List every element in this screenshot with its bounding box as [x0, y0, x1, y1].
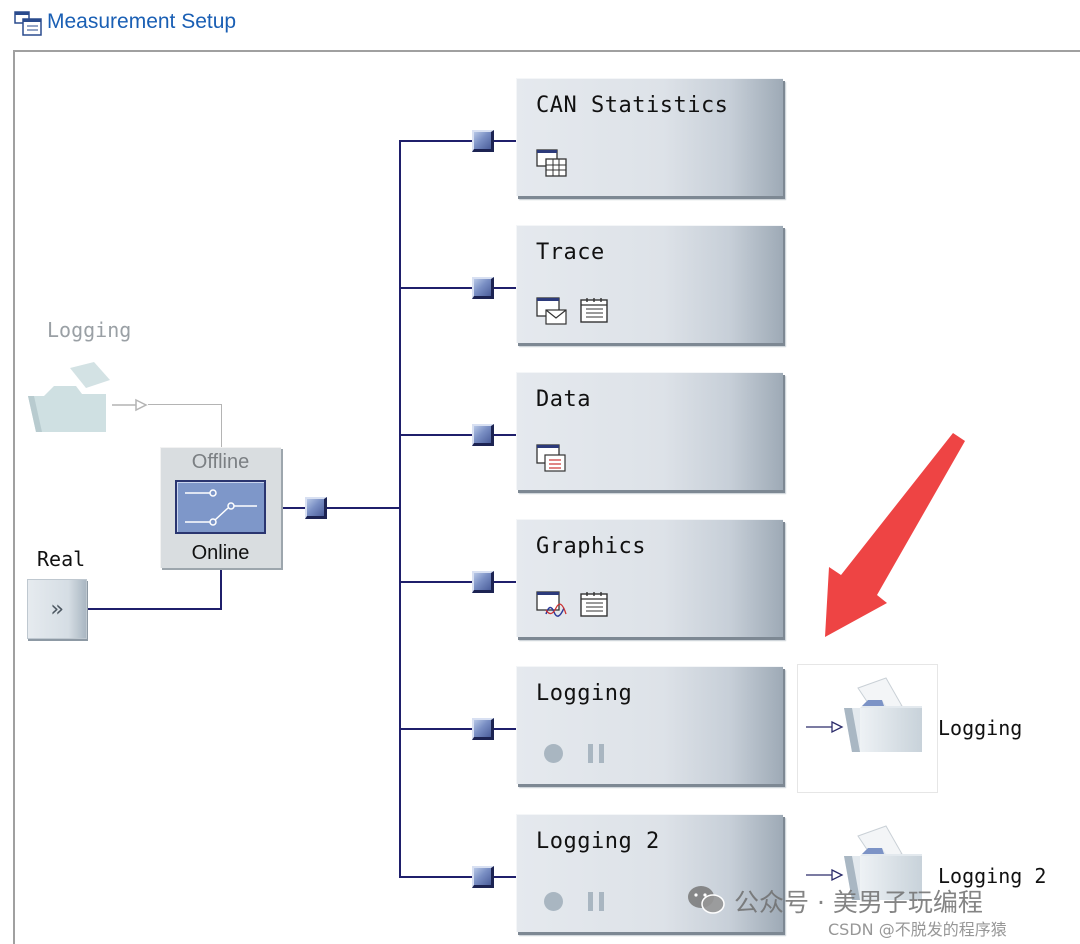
- block-label: Logging: [536, 681, 633, 706]
- block-logging-2[interactable]: Logging 2: [516, 814, 783, 932]
- pause-icon[interactable]: [588, 744, 593, 763]
- node-link-line: [492, 434, 518, 436]
- red-arrow-annotation: [825, 433, 965, 637]
- record-icon[interactable]: [544, 892, 563, 911]
- trace-window-icon[interactable]: [536, 296, 568, 326]
- double-chevron-icon: »: [50, 596, 64, 622]
- offline-logging-folder-icon[interactable]: [26, 362, 150, 436]
- real-link-line: [220, 566, 222, 610]
- block-label: Graphics: [536, 534, 646, 559]
- branch-node-graphics[interactable]: [472, 571, 494, 593]
- branch-node-can-statistics[interactable]: [472, 130, 494, 152]
- switch-out-line: [281, 507, 305, 509]
- logging-destination-label: Logging: [938, 716, 1023, 740]
- online-offline-switch[interactable]: Offline Online: [160, 447, 281, 568]
- watermark-text: 公众号 · 美男子玩编程: [734, 888, 983, 917]
- pause-icon-bar: [599, 892, 604, 911]
- window-title: Measurement Setup: [47, 10, 237, 33]
- switch-panel[interactable]: [175, 480, 266, 534]
- config-list-icon[interactable]: [579, 296, 611, 326]
- offline-label: Offline: [191, 451, 250, 473]
- pause-icon[interactable]: [588, 892, 593, 911]
- statistics-table-icon[interactable]: [536, 149, 568, 179]
- offline-link-line: [221, 404, 222, 448]
- measurement-setup-icon: [14, 11, 42, 36]
- real-link-line: [88, 608, 222, 610]
- branch-line: [399, 876, 475, 878]
- node-link-line: [492, 287, 518, 289]
- node-link-line: [492, 140, 518, 142]
- branch-node-data[interactable]: [472, 424, 494, 446]
- branch-line: [399, 287, 475, 289]
- block-label: Logging 2: [536, 829, 660, 854]
- logging-2-destination-label: Logging 2: [938, 864, 1047, 888]
- pause-icon-bar: [599, 744, 604, 763]
- real-source-button[interactable]: »: [27, 579, 87, 639]
- real-label: Real: [37, 547, 86, 571]
- branch-node-logging[interactable]: [472, 718, 494, 740]
- branch-line: [399, 140, 475, 142]
- wechat-logo-icon: [688, 886, 725, 914]
- offline-logging-label: Logging: [47, 318, 132, 342]
- block-logging[interactable]: Logging: [516, 666, 783, 784]
- offline-link-line: [148, 404, 222, 405]
- node-link-line: [492, 581, 518, 583]
- block-label: Data: [536, 387, 591, 412]
- node-link-line: [492, 876, 518, 878]
- block-can-statistics[interactable]: CAN Statistics: [516, 78, 783, 196]
- node-link-line: [492, 728, 518, 730]
- block-graphics[interactable]: Graphics: [516, 519, 783, 637]
- online-label: Online: [191, 542, 250, 564]
- branch-line: [399, 581, 475, 583]
- bus-node[interactable]: [305, 497, 327, 519]
- record-icon[interactable]: [544, 744, 563, 763]
- watermark-subtext: CSDN @不脱发的程序猿: [828, 920, 1007, 939]
- block-label: CAN Statistics: [536, 93, 729, 118]
- graphics-window-icon[interactable]: [536, 590, 568, 620]
- bus-link-line: [325, 507, 401, 509]
- switch-icon: [185, 489, 257, 526]
- main-bus-line: [399, 140, 401, 878]
- branch-line: [399, 728, 475, 730]
- config-list-icon[interactable]: [579, 590, 611, 620]
- branch-node-logging-2[interactable]: [472, 866, 494, 888]
- logging-file-folder-icon[interactable]: [804, 676, 928, 760]
- branch-node-trace[interactable]: [472, 277, 494, 299]
- logging-2-file-folder-icon[interactable]: [804, 824, 928, 908]
- block-data[interactable]: Data: [516, 372, 783, 490]
- data-window-icon[interactable]: [536, 443, 568, 473]
- branch-line: [399, 434, 475, 436]
- title-bar: [0, 0, 1080, 50]
- block-label: Trace: [536, 240, 605, 265]
- block-trace[interactable]: Trace: [516, 225, 783, 343]
